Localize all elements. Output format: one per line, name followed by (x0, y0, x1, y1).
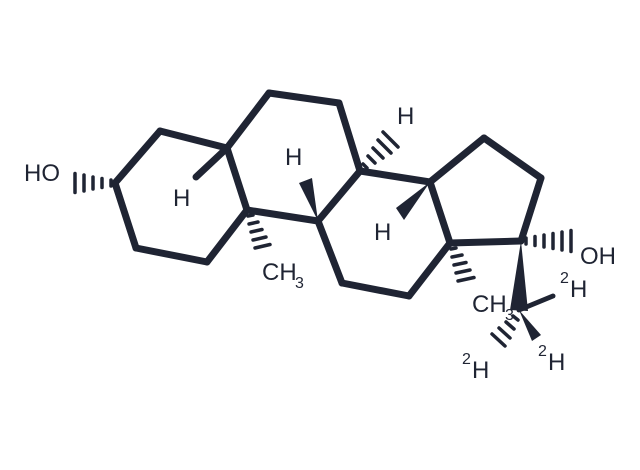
label-ho: HO (24, 160, 60, 187)
bond-c5-h (192, 144, 231, 181)
hash-bond-c13-methyl (449, 246, 476, 283)
wedge-bond-c17-cd3 (510, 241, 528, 311)
hash-bond-c8-h (361, 130, 400, 170)
label-d2-superscript: 2 (462, 351, 471, 368)
label-h-c9: H (285, 144, 302, 171)
bond-cd3-d1 (516, 293, 556, 313)
ring-c (314, 167, 454, 300)
label-d1-superscript: 2 (560, 270, 569, 287)
wedge-bond-c9-h (299, 178, 318, 221)
label-oh: OH (580, 243, 616, 270)
label-h-c14: H (374, 219, 391, 246)
label-d1: H (570, 276, 587, 303)
ring-b (223, 89, 364, 225)
label-h-c8: H (397, 103, 414, 130)
hash-bond-c10-methyl (246, 213, 272, 250)
wedge-bond-cd3-d3 (519, 310, 541, 341)
label-methyl-c18-subscript: 3 (505, 307, 514, 324)
label-h-c5: H (173, 185, 190, 212)
wedge-bond-c14-h (396, 182, 430, 220)
ring-d (426, 134, 545, 247)
label-d3: H (548, 349, 565, 376)
label-methyl-c19: CH (262, 259, 297, 286)
hash-bond-c3-oh (73, 171, 113, 195)
hash-bond-c17-oh (524, 228, 573, 254)
label-methyl-c19-subscript: 3 (295, 275, 304, 292)
ring-a (111, 127, 251, 266)
label-d3-superscript: 2 (538, 343, 547, 360)
label-d2: H (472, 357, 489, 384)
hash-bond-cd3-d2 (490, 314, 520, 348)
label-methyl-c18: CH (472, 291, 507, 318)
